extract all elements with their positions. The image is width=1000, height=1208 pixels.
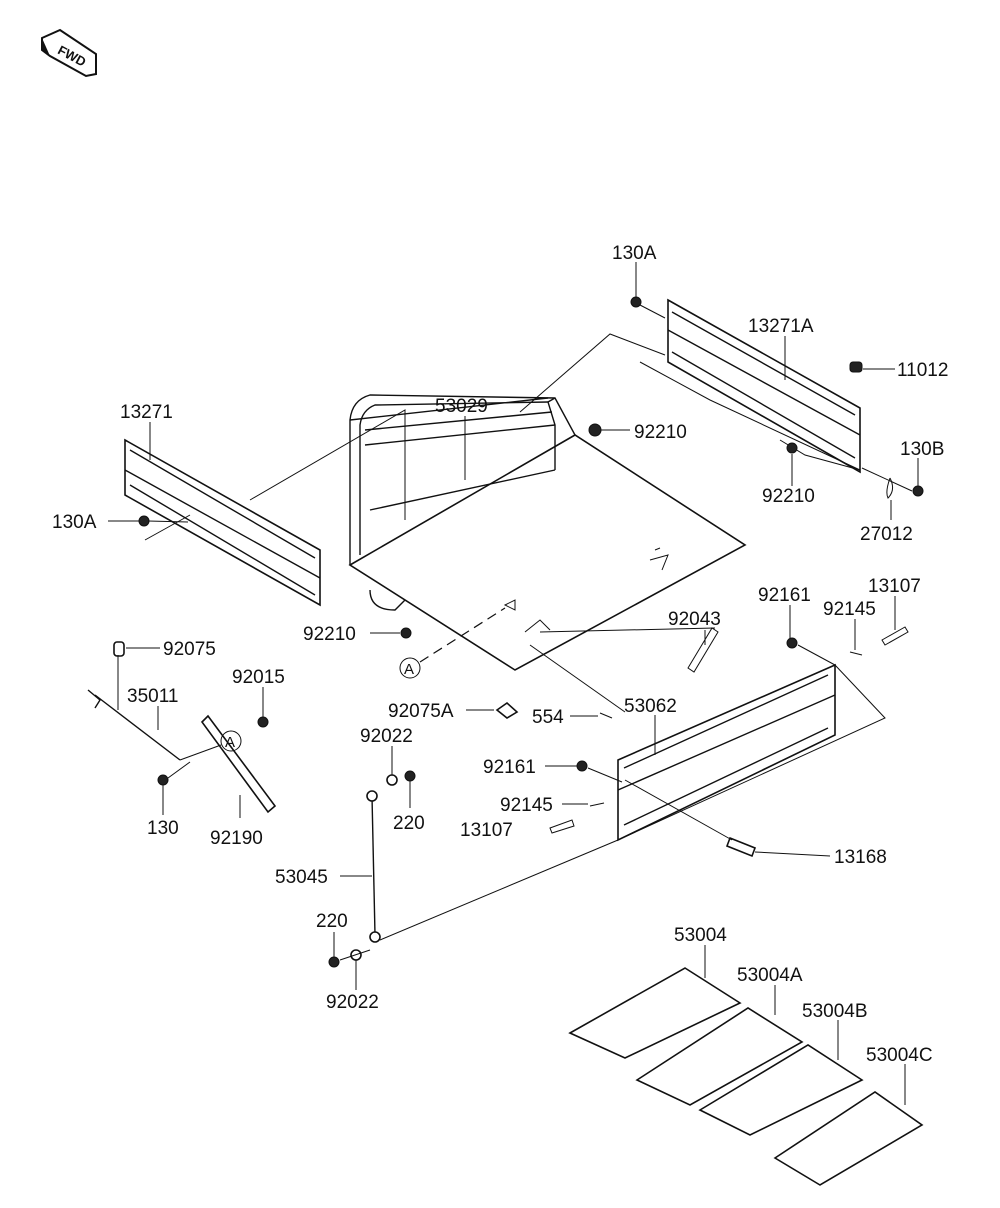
mat-53004C [773, 1091, 924, 1186]
label-13107-left: 13107 [460, 820, 513, 841]
label-130A-top: 130A [612, 243, 657, 264]
label-53004B: 53004B [802, 1001, 868, 1022]
label-53004A: 53004A [737, 965, 803, 986]
label-92145-left: 92145 [500, 795, 553, 816]
label-53004: 53004 [674, 925, 727, 946]
label-220-bottom: 220 [316, 911, 348, 932]
mat-53004B [698, 1044, 864, 1136]
label-92210-mid: 92210 [634, 422, 687, 443]
label-92145-right: 92145 [823, 599, 876, 620]
label-92043: 92043 [668, 609, 721, 630]
fwd-arrow-icon: FWD [41, 28, 97, 78]
label-92161-left: 92161 [483, 757, 536, 778]
bolt-130 [157, 774, 169, 786]
bolt-220-bottom [328, 956, 340, 968]
label-92210-bottom: 92210 [303, 624, 356, 645]
label-130A-left: 130A [52, 512, 97, 533]
label-130: 130 [147, 818, 179, 839]
label-92161-right: 92161 [758, 585, 811, 606]
label-554: 554 [532, 707, 564, 728]
pin-554 [599, 712, 613, 719]
pin-13107-right [881, 626, 909, 646]
label-53029: 53029 [435, 396, 488, 417]
side-panel-13271 [124, 409, 406, 607]
pin-92043 [687, 627, 719, 673]
label-92022-bottom: 92022 [326, 992, 379, 1013]
bolt-92161-left [576, 760, 588, 772]
pin-92145-right [849, 651, 863, 656]
tailgate-53062 [617, 663, 886, 842]
bolt-130A-left [138, 515, 150, 527]
label-11012: 11012 [897, 360, 948, 381]
spring-13168 [725, 836, 757, 858]
label-130B: 130B [900, 439, 944, 460]
mat-53004A [635, 1007, 804, 1106]
clip-27012 [886, 477, 894, 499]
label-92190: 92190 [210, 828, 263, 849]
cargo-bed-53029 [348, 394, 747, 671]
side-panel-13271A [519, 298, 861, 474]
nut-92210-right [786, 442, 798, 454]
mat-53004 [568, 967, 742, 1059]
label-53004C: 53004C [866, 1045, 933, 1066]
leader-lines [108, 262, 919, 1105]
floor-mats [568, 967, 924, 1186]
latch-92075A [495, 701, 519, 719]
pin-92145-left [589, 802, 605, 807]
label-92210-right: 92210 [762, 486, 815, 507]
bolt-220-top [404, 770, 416, 782]
label-35011: 35011 [127, 686, 178, 707]
svg-text:A: A [404, 661, 414, 678]
nut-92210-bottom [400, 627, 412, 639]
label-53045: 53045 [275, 867, 328, 888]
hardware-parts [87, 296, 924, 968]
bar-92190 [200, 714, 277, 814]
nut-92015 [257, 716, 269, 728]
label-92022-top: 92022 [360, 726, 413, 747]
label-27012: 27012 [860, 524, 913, 545]
nut-92210-mid [588, 423, 602, 437]
reference-marker-a-2: A [179, 730, 242, 761]
cap-11012 [849, 361, 863, 373]
part-labels: 130A 13271A 11012 130B 27012 92210 92210… [52, 243, 948, 1066]
bolt-92161-right [786, 637, 798, 649]
reference-marker-a-1: A [399, 607, 506, 679]
washer-92022-top [386, 774, 398, 786]
label-220-top: 220 [393, 813, 425, 834]
bolt-130B [912, 485, 924, 497]
bolt-130A-top [630, 296, 642, 308]
rod-35011 [87, 689, 181, 761]
label-13107-right: 13107 [868, 576, 921, 597]
label-53062: 53062 [624, 696, 677, 717]
label-92015: 92015 [232, 667, 285, 688]
label-13168: 13168 [834, 847, 887, 868]
svg-text:A: A [225, 734, 235, 751]
pin-13107-left [549, 819, 575, 834]
label-92075A: 92075A [388, 701, 454, 722]
cap-92075 [113, 641, 125, 657]
label-13271: 13271 [120, 402, 173, 423]
label-13271A: 13271A [748, 316, 814, 337]
cable-53045 [371, 795, 376, 936]
label-92075: 92075 [163, 639, 216, 660]
